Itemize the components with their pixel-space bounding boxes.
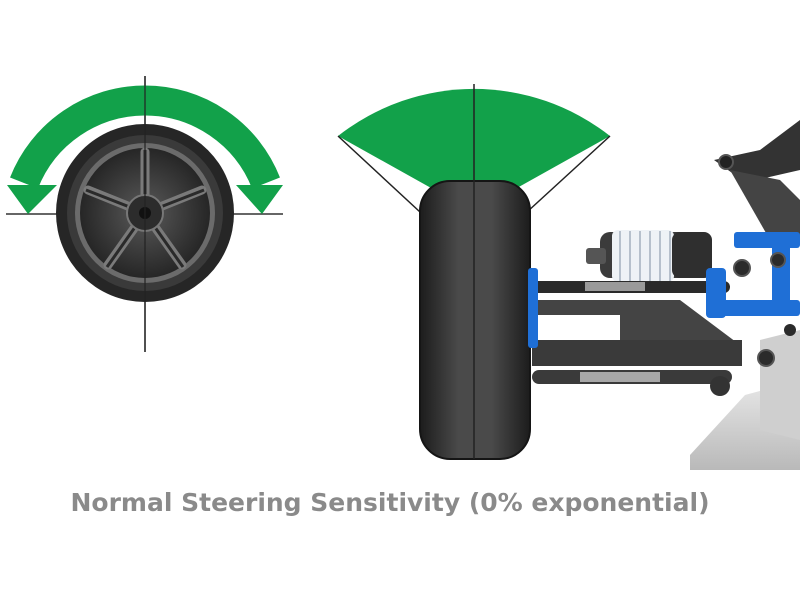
- front-tire: [420, 181, 530, 459]
- front-view-wheel-group: [337, 84, 611, 460]
- suspension-assembly: [528, 120, 800, 470]
- diagram-caption: Normal Steering Sensitivity (0% exponent…: [70, 488, 710, 517]
- shock-spring: [612, 230, 674, 282]
- side-view-wheel-group: [6, 76, 283, 352]
